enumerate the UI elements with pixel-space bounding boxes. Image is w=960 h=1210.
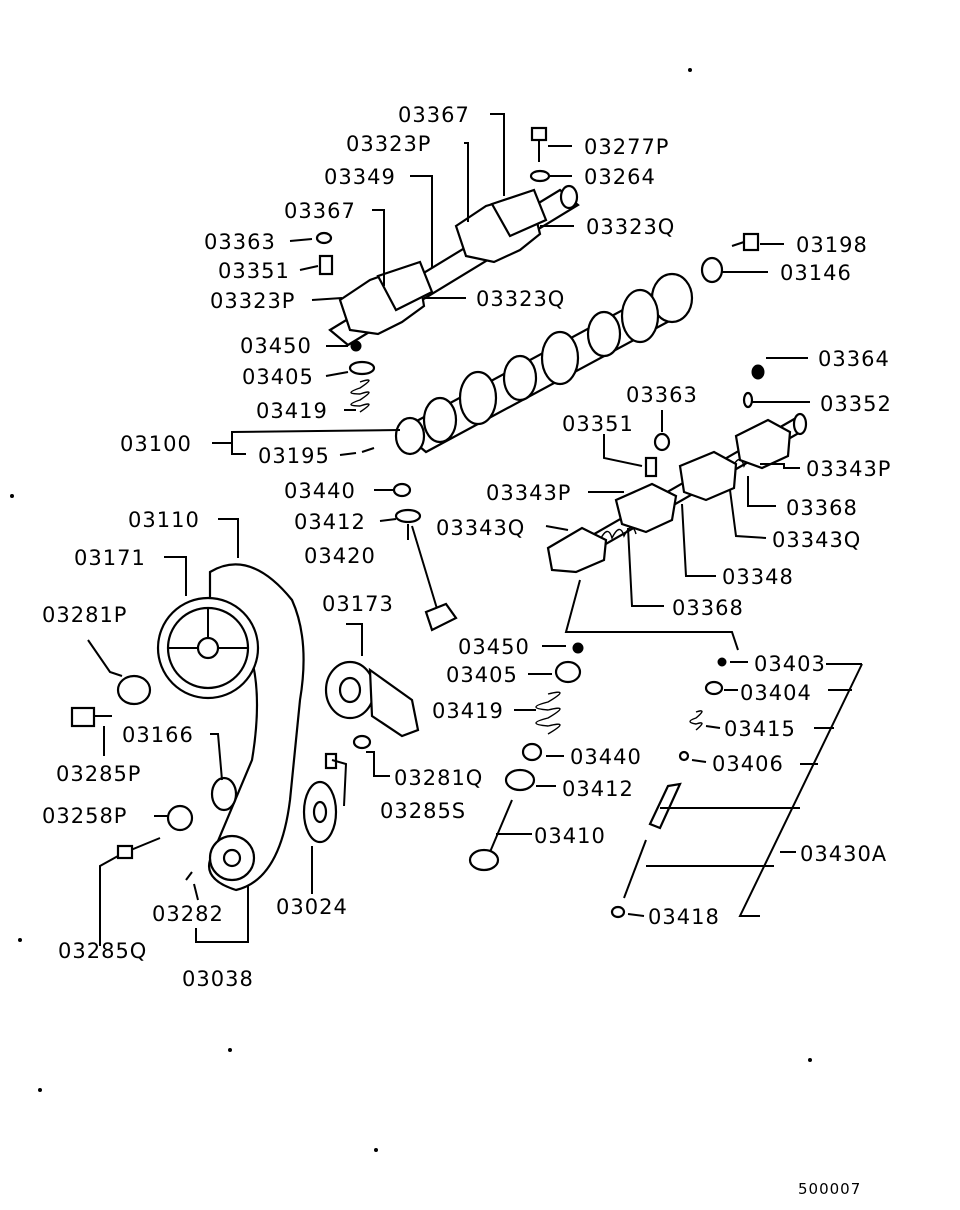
label-03171: 03171 [74, 546, 146, 570]
label-03405-left: 03405 [242, 365, 314, 389]
label-03281P: 03281P [42, 603, 127, 627]
label-03285S: 03285S [380, 799, 466, 823]
label-03198: 03198 [796, 233, 868, 257]
intake-valve-stack [348, 340, 458, 632]
label-03418: 03418 [648, 905, 720, 929]
label-03351-right: 03351 [562, 412, 634, 436]
label-03440-left: 03440 [284, 479, 356, 503]
label-03368-upper: 03368 [786, 496, 858, 520]
label-03351-upper: 03351 [218, 259, 290, 283]
label-03281Q: 03281Q [394, 766, 483, 790]
label-03110: 03110 [128, 508, 200, 532]
label-03173: 03173 [322, 592, 394, 616]
label-03323Q-upper: 03323Q [586, 215, 675, 239]
label-03367-lower: 03367 [284, 199, 356, 223]
camshaft [394, 232, 760, 456]
label-03323P-lower: 03323P [210, 289, 295, 313]
label-03363-right: 03363 [626, 383, 698, 407]
label-03406: 03406 [712, 752, 784, 776]
leader-lines [87, 113, 863, 946]
label-03282: 03282 [152, 902, 224, 926]
label-03450-left: 03450 [240, 334, 312, 358]
label-03364: 03364 [818, 347, 890, 371]
label-03264: 03264 [584, 165, 656, 189]
label-03415: 03415 [724, 717, 796, 741]
label-03348: 03348 [722, 565, 794, 589]
label-03343Q-left: 03343Q [436, 516, 525, 540]
label-03412-left: 03412 [294, 510, 366, 534]
label-03024: 03024 [276, 895, 348, 919]
label-03343P-right: 03343P [806, 457, 891, 481]
label-03352: 03352 [820, 392, 892, 416]
lash-adjuster-set [610, 657, 727, 919]
label-03285Q: 03285Q [58, 939, 147, 963]
label-03404: 03404 [740, 681, 812, 705]
label-03349: 03349 [324, 165, 396, 189]
label-03343Q-right: 03343Q [772, 528, 861, 552]
label-03363-upper: 03363 [204, 230, 276, 254]
label-03419-center: 03419 [432, 699, 504, 723]
label-03343P-center: 03343P [486, 481, 571, 505]
label-03323Q-lower: 03323Q [476, 287, 565, 311]
label-03323P-upper: 03323P [346, 132, 431, 156]
label-03038: 03038 [182, 967, 254, 991]
part-labels: 03367 03323P 03349 03367 03363 03351 033… [42, 103, 892, 1198]
label-03285P: 03285P [56, 762, 141, 786]
label-03258P: 03258P [42, 804, 127, 828]
label-03368-lower: 03368 [672, 596, 744, 620]
label-03195: 03195 [258, 444, 330, 468]
label-03419-left: 03419 [256, 399, 328, 423]
label-03405-center: 03405 [446, 663, 518, 687]
timing-belt-assembly [70, 563, 420, 892]
label-03412-center: 03412 [562, 777, 634, 801]
label-03410: 03410 [534, 824, 606, 848]
label-03450-center: 03450 [458, 635, 530, 659]
label-03440-center: 03440 [570, 745, 642, 769]
exhaust-valve-stack [468, 642, 584, 872]
label-03100: 03100 [120, 432, 192, 456]
label-03430A: 03430A [800, 842, 887, 866]
lower-rocker-shaft-assembly [546, 364, 808, 574]
label-03146: 03146 [780, 261, 852, 285]
label-03403: 03403 [754, 652, 826, 676]
label-03277P: 03277P [584, 135, 669, 159]
upper-rocker-shaft-assembly [315, 126, 580, 347]
diagram-reference-number: 500007 [798, 1180, 861, 1198]
label-03420: 03420 [304, 544, 376, 568]
label-03166: 03166 [122, 723, 194, 747]
label-03367-upper: 03367 [398, 103, 470, 127]
scan-specks [10, 68, 812, 1152]
